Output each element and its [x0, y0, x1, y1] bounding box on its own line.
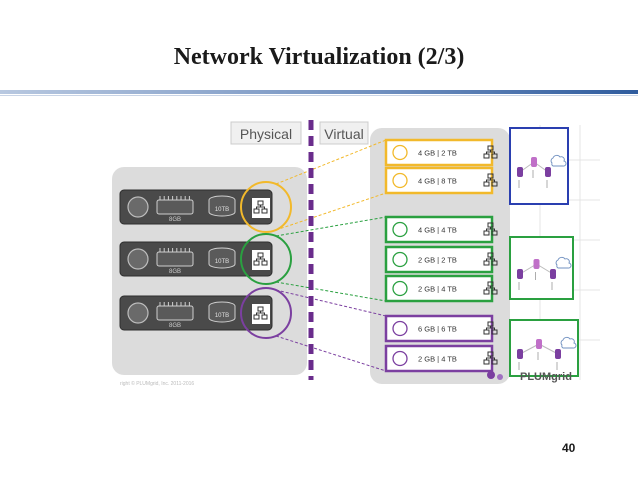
virtual-machine: 4 GB | 4 TB: [384, 215, 498, 244]
logo-mark-icon: [497, 374, 503, 380]
title-rule-thin: [0, 95, 638, 96]
vm-power-icon: [392, 144, 408, 161]
server-highlight-ring: [240, 233, 292, 285]
network-switch-icon: [483, 222, 498, 236]
server-highlight-ring: [240, 181, 292, 233]
vm-spec-label: 4 GB | 2 TB: [418, 149, 457, 158]
network-switch-icon: [483, 173, 498, 187]
server-disk-label: 10TB: [215, 259, 229, 265]
network-topology-icon: [509, 319, 579, 377]
plumgrid-logo: PLUMgrid: [487, 371, 572, 383]
power-button-icon: [127, 248, 149, 270]
slide-title: Network Virtualization (2/3): [173, 44, 465, 70]
cloud-icon: [550, 154, 567, 167]
virtual-machine: 2 GB | 2 TB: [384, 245, 498, 274]
virtual-label-box: [319, 121, 369, 145]
mapping-connector: [275, 192, 387, 231]
virtual-machine: 4 GB | 8 TB: [384, 166, 498, 195]
network-switch-icon: [483, 321, 498, 335]
ram-chip-icon: [156, 199, 194, 215]
copyright-text: right © PLUMgrid, Inc. 2011-2016: [120, 380, 194, 387]
network-switch-icon: [253, 306, 268, 320]
cloud-icon: [555, 256, 572, 269]
power-button-icon: [127, 196, 149, 218]
network-switch-icon: [253, 252, 268, 266]
server-ram-label: 8GB: [169, 269, 181, 275]
physical-label-box: [230, 121, 302, 145]
vm-spec-label: 4 GB | 4 TB: [418, 226, 457, 235]
vm-power-icon: [392, 251, 408, 268]
network-topology-icon: [509, 236, 574, 300]
cloud-icon: [560, 336, 577, 349]
mapping-connector: [275, 281, 387, 302]
title-rule: [0, 90, 638, 94]
network-topology-icon: [509, 127, 569, 205]
network-switch-icon: [483, 252, 498, 266]
vm-power-icon: [392, 280, 408, 297]
physical-server: 8GB 10TB: [119, 287, 292, 339]
virtual-label: Virtual: [324, 126, 363, 142]
vm-box: [384, 166, 494, 195]
vm-spec-label: 2 GB | 4 TB: [418, 355, 457, 364]
vm-power-icon: [392, 350, 408, 367]
logo-mark-icon: [487, 371, 495, 379]
power-button-icon: [127, 302, 149, 324]
ram-chip-icon: [156, 251, 194, 267]
network-switch-icon: [253, 200, 268, 214]
vm-power-icon: [392, 172, 408, 189]
server-disk-label: 10TB: [215, 313, 229, 319]
virtual-machine: 4 GB | 2 TB: [384, 138, 498, 167]
mapping-connector: [275, 335, 387, 372]
server-disk-label: 10TB: [215, 207, 229, 213]
mapping-connector: [275, 289, 387, 317]
network-switch-icon: [483, 281, 498, 295]
vm-power-icon: [392, 221, 408, 238]
logo-text: PLUMgrid: [520, 371, 572, 383]
physical-label: Physical: [240, 126, 292, 142]
vm-spec-label: 2 GB | 2 TB: [418, 256, 457, 265]
server-ram-label: 8GB: [169, 323, 181, 329]
virtual-machine: 6 GB | 6 TB: [384, 314, 498, 343]
virtual-machine: 2 GB | 4 TB: [384, 344, 498, 373]
vm-spec-label: 4 GB | 8 TB: [418, 177, 457, 186]
vm-spec-label: 2 GB | 4 TB: [418, 285, 457, 294]
ram-chip-icon: [156, 305, 194, 321]
vm-spec-label: 6 GB | 6 TB: [418, 325, 457, 334]
mapping-connector: [275, 216, 387, 237]
page-number: 40: [562, 441, 576, 455]
network-switch-icon: [483, 145, 498, 159]
network-switch-icon: [483, 351, 498, 365]
mapping-connector: [275, 139, 387, 185]
vm-power-icon: [392, 320, 408, 337]
server-highlight-ring: [240, 287, 292, 339]
physical-server: 8GB 10TB: [119, 233, 292, 285]
virtual-machine: 2 GB | 4 TB: [384, 274, 498, 303]
physical-server: 8GB 10TB: [119, 181, 292, 233]
server-ram-label: 8GB: [169, 217, 181, 223]
